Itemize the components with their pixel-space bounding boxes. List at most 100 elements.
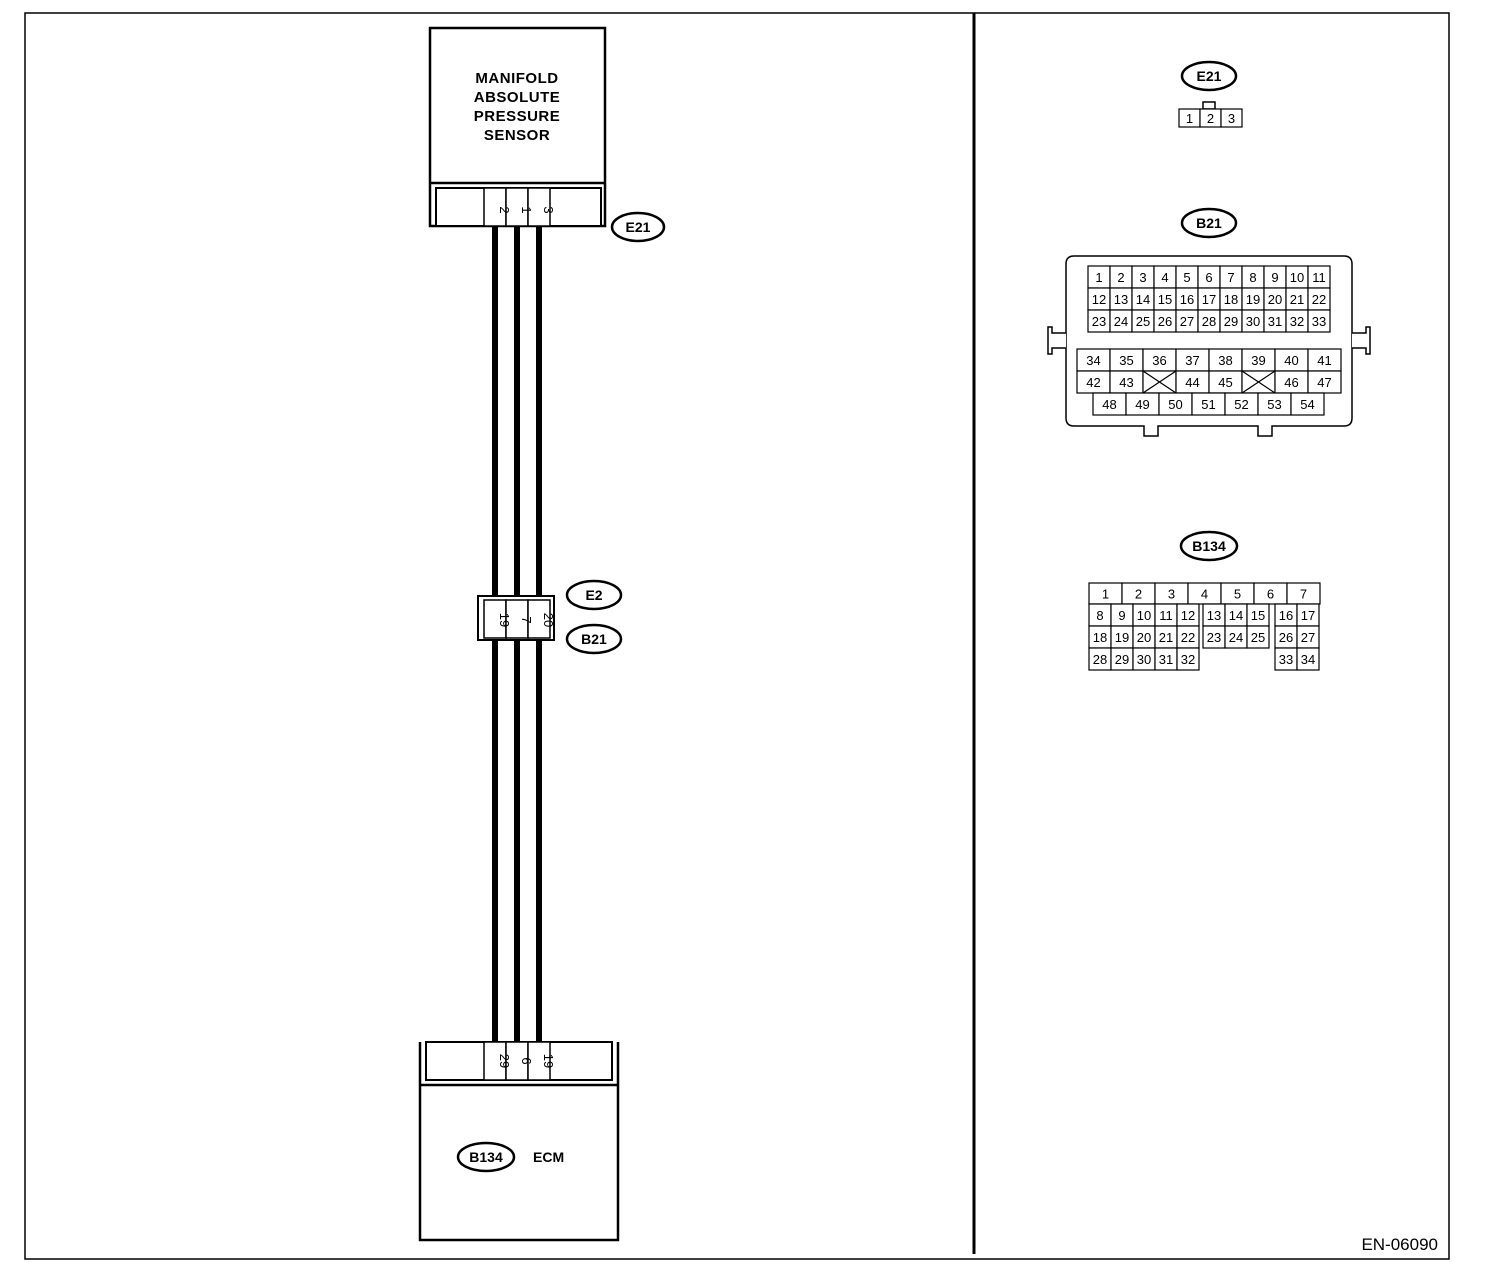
b21-cavity-number: 16 [1180, 292, 1194, 307]
b21-cavity-number: 2 [1117, 270, 1124, 285]
b21-cavity-number: 25 [1136, 314, 1150, 329]
tag-oval [565, 623, 623, 655]
tag-oval [1180, 207, 1238, 239]
tag-oval [565, 579, 623, 611]
tag-text: B134 [469, 1149, 503, 1165]
b134-cavity-number: 2 [1135, 587, 1142, 602]
sensor-pin-label: 1 [519, 206, 534, 213]
tag-text: B134 [1192, 538, 1226, 554]
b21-cavity-number: 5 [1183, 270, 1190, 285]
tag-text: E21 [1197, 68, 1222, 84]
b21-cavity-number: 15 [1158, 292, 1172, 307]
b134-cavity-number: 7 [1300, 587, 1307, 602]
b21-cavity-number: 28 [1202, 314, 1216, 329]
b21-cavity-number: 36 [1152, 353, 1166, 368]
b134-cavity-number: 10 [1137, 608, 1151, 623]
joint-pin-label: 7 [519, 616, 534, 623]
b21-cavity-number: 23 [1092, 314, 1106, 329]
sensor-pin-label: 3 [541, 206, 556, 213]
b134-cavity-number: 16 [1279, 608, 1293, 623]
b21-cavity-number: 34 [1086, 353, 1100, 368]
joint-tag-b21: B21 [565, 623, 623, 655]
sensor-name-line-1: MANIFOLD [475, 70, 558, 87]
b134-cavity-number: 9 [1118, 608, 1125, 623]
ecm-pin-label: 6 [519, 1057, 534, 1064]
b21-cavity-number: 38 [1218, 353, 1232, 368]
b134-cavity-number: 33 [1279, 652, 1293, 667]
b134-cavity-number: 32 [1181, 652, 1195, 667]
sensor-connector: 2 1 3 [435, 187, 602, 227]
b134-cavity-number: 23 [1207, 630, 1221, 645]
b134-cavity-cell [1296, 647, 1320, 671]
b134-cavity-number: 30 [1137, 652, 1151, 667]
b21-cavity-number: 43 [1119, 375, 1133, 390]
b21-cavity-number: 3 [1139, 270, 1146, 285]
b134-cavity-number: 15 [1251, 608, 1265, 623]
map-sensor: MANIFOLD ABSOLUTE PRESSURE SENSOR 2 1 3 … [428, 26, 666, 243]
diagram-frame [24, 12, 1450, 1260]
b21-cavity-number: 27 [1180, 314, 1194, 329]
b21-cavity-number: 21 [1290, 292, 1304, 307]
b134-cavity-number: 31 [1159, 652, 1173, 667]
latch [1202, 101, 1216, 110]
harness-wires [492, 226, 542, 1042]
b134-cavity-number: 18 [1093, 630, 1107, 645]
ecm-unit: 29 6 19 B134 ECM [418, 1041, 620, 1242]
ecm-connector: 29 6 19 [425, 1041, 613, 1081]
tag-oval [610, 211, 666, 243]
b21-cavity-number: 24 [1114, 314, 1128, 329]
tag-text: B21 [581, 631, 607, 647]
b134-cavity-number: 11 [1159, 608, 1173, 623]
b21-cavity-number: 47 [1317, 375, 1331, 390]
b21-cavity-number: 45 [1218, 375, 1232, 390]
b21-cavity-number: 48 [1102, 397, 1116, 412]
e21-cavity-number: 1 [1186, 111, 1193, 126]
joint-tag-e2: E2 [565, 579, 623, 611]
b21-cavity-number: 13 [1114, 292, 1128, 307]
tag-oval [456, 1141, 516, 1173]
b21-cavity-number: 19 [1246, 292, 1260, 307]
joint-connector: 19 7 20 E2 B21 [477, 579, 623, 655]
b21-cavity-number: 31 [1268, 314, 1282, 329]
b21-cavity-number: 41 [1317, 353, 1331, 368]
ecm-pin-label: 19 [541, 1054, 556, 1068]
b21-side-lock-right [1352, 326, 1371, 355]
b134-cavity-number: 1 [1102, 587, 1109, 602]
e21-cavity-number: 2 [1207, 111, 1214, 126]
joint-pin-label: 20 [541, 613, 556, 627]
reference-code: EN-06090 [1361, 1235, 1438, 1254]
b21-cavity-number: 7 [1227, 270, 1234, 285]
e21-cavity-number: 3 [1228, 111, 1235, 126]
b21-cavity-number: 29 [1224, 314, 1238, 329]
b21-cavity-number: 18 [1224, 292, 1238, 307]
b21-cavity-number: 26 [1158, 314, 1172, 329]
b134-cavity-number: 20 [1137, 630, 1151, 645]
sensor-name-line-4: SENSOR [484, 127, 550, 144]
b21-cavity-number: 30 [1246, 314, 1260, 329]
b21-cavity-number: 39 [1251, 353, 1265, 368]
ecm-connector-tag: B134 [456, 1141, 516, 1173]
b134-cavity-number: 8 [1096, 608, 1103, 623]
sensor-connector-tag: E21 [610, 211, 666, 243]
b134-cavity-number: 13 [1207, 608, 1221, 623]
b21-cavity-number: 9 [1271, 270, 1278, 285]
b134-cavity-number: 29 [1115, 652, 1129, 667]
tag-oval [1180, 60, 1238, 92]
b134-cavity-number: 28 [1093, 652, 1107, 667]
schematic-panel: MANIFOLD ABSOLUTE PRESSURE SENSOR 2 1 3 … [418, 26, 666, 1242]
b21-cavity-unused-cross [1241, 370, 1276, 394]
b134-cavity-number: 19 [1115, 630, 1129, 645]
b21-cavity-number: 37 [1185, 353, 1199, 368]
b21-cavity-number: 12 [1092, 292, 1106, 307]
b134-cavity-number: 4 [1201, 587, 1208, 602]
joint-pin-label: 19 [497, 613, 512, 627]
b21-cavity-number: 11 [1312, 270, 1326, 285]
b21-cavity-number: 35 [1119, 353, 1133, 368]
b134-cavity-number: 21 [1159, 630, 1173, 645]
b134-cavity-cell [1246, 625, 1270, 649]
